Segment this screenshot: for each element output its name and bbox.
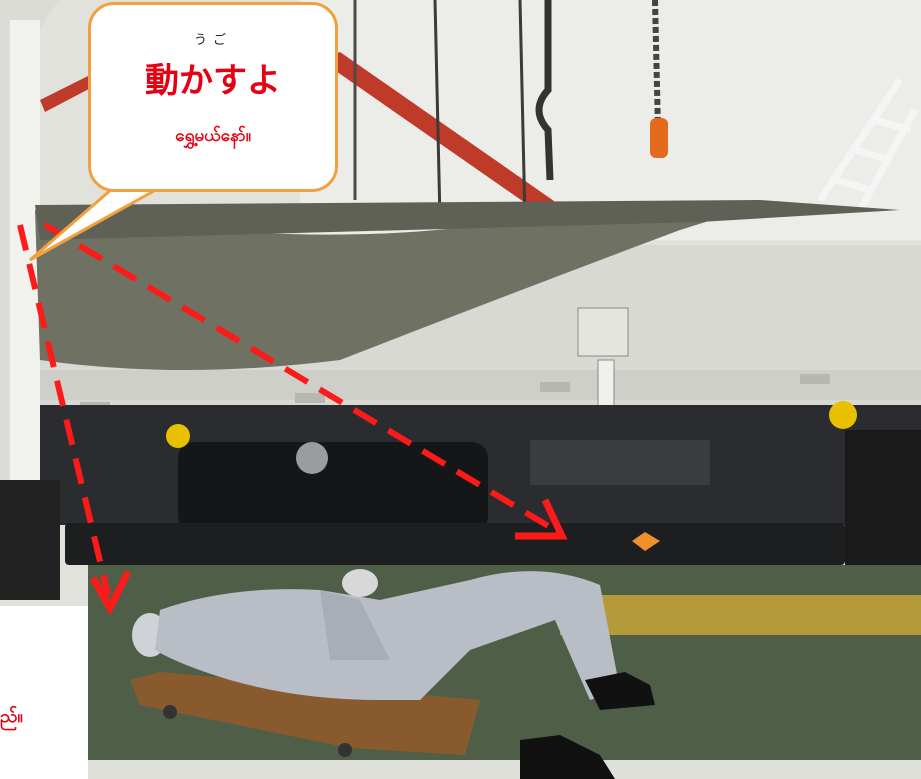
work-boot [520, 735, 615, 779]
creeper-wheel [163, 705, 177, 719]
chain [652, 0, 661, 131]
truck-bed-rail [40, 370, 921, 400]
motion-arrow-down [17, 224, 132, 616]
hinge [295, 393, 325, 403]
yellow-marker-light [166, 424, 190, 448]
front-wheel [0, 480, 60, 600]
callout-burmese: ရွှေ့မယ်နော်။ [175, 126, 251, 146]
motion-arrow-diagonal [43, 222, 568, 540]
tarp-top [35, 200, 900, 240]
hinge [540, 382, 570, 392]
orange-reflector [632, 532, 660, 551]
creeper-wheel [338, 743, 352, 757]
hook-cable [535, 0, 554, 181]
hinge [800, 374, 830, 384]
red-beam [320, 52, 610, 248]
furigana: うご [193, 33, 232, 48]
cable [518, 0, 527, 221]
ladder [817, 78, 919, 212]
hangar-wall-panel [300, 0, 921, 240]
bottom-callout-text: ည်။ [0, 706, 23, 727]
cable [433, 0, 442, 221]
work-boot [585, 672, 655, 710]
floor-pit [560, 595, 921, 635]
side-rail [530, 440, 710, 485]
floor-stripe [88, 760, 921, 779]
latch [577, 307, 629, 357]
speech-bubble: うご 動かすよ ရွှေ့မယ်နော်။ [88, 2, 338, 192]
orange-hook [650, 118, 668, 158]
bottom-callout-panel [0, 606, 88, 779]
fuel-cap [296, 442, 328, 474]
yellow-marker-light [829, 401, 857, 429]
callout-japanese: 動かすよ [145, 61, 281, 101]
mechanic [132, 569, 655, 779]
fuel-tank [178, 442, 488, 532]
underrun-bar [65, 523, 845, 565]
